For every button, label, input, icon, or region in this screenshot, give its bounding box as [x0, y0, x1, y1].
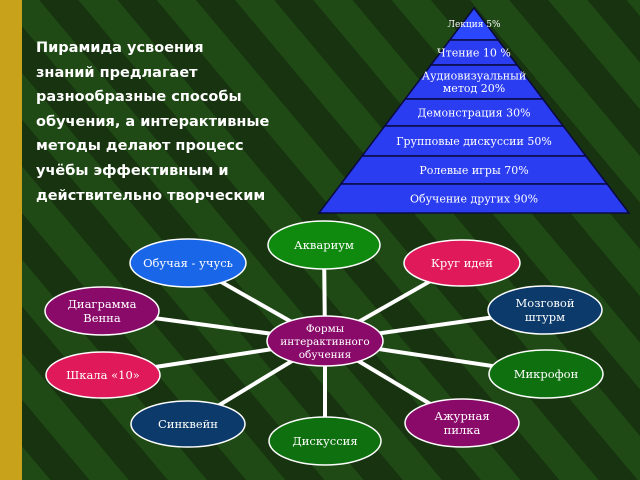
hub-node-label: Микрофон [514, 367, 579, 381]
hub-node [267, 220, 381, 270]
hub-node-label: Аквариум [294, 238, 354, 252]
hub-node [487, 285, 603, 335]
left-accent-stripe [0, 0, 22, 480]
pyramid-level-label: Чтение 10 % [437, 46, 511, 59]
pyramid-level-label: Лекция 5% [447, 20, 501, 30]
hub-node-label: Круг идей [431, 256, 493, 270]
hub-node [404, 398, 520, 448]
hub-node-label: Шкала «10» [66, 368, 140, 382]
hub-node-label: Синквейн [158, 417, 218, 431]
pyramid-level-label: Групповые дискуссии 50% [396, 135, 552, 148]
hub-node [403, 239, 521, 287]
hub-node [45, 351, 161, 399]
hub-node-label: Обучая - учусь [143, 256, 233, 270]
hub-node [44, 286, 160, 336]
hub-node [130, 400, 246, 448]
pyramid-level-label: Ролевые игры 70% [419, 164, 528, 177]
pyramid-level [317, 183, 631, 214]
hub-node-label: Дискуссия [292, 434, 357, 448]
hub-node [488, 349, 604, 399]
hub-node [129, 238, 247, 288]
hub-center-node [266, 315, 384, 367]
pyramid-level-label: Демонстрация 30% [417, 106, 530, 119]
pyramid-level-label: Обучение других 90% [410, 192, 538, 205]
hub-node [268, 416, 382, 466]
intro-text: Пирамида усвоения знаний предлагает разн… [36, 40, 270, 204]
